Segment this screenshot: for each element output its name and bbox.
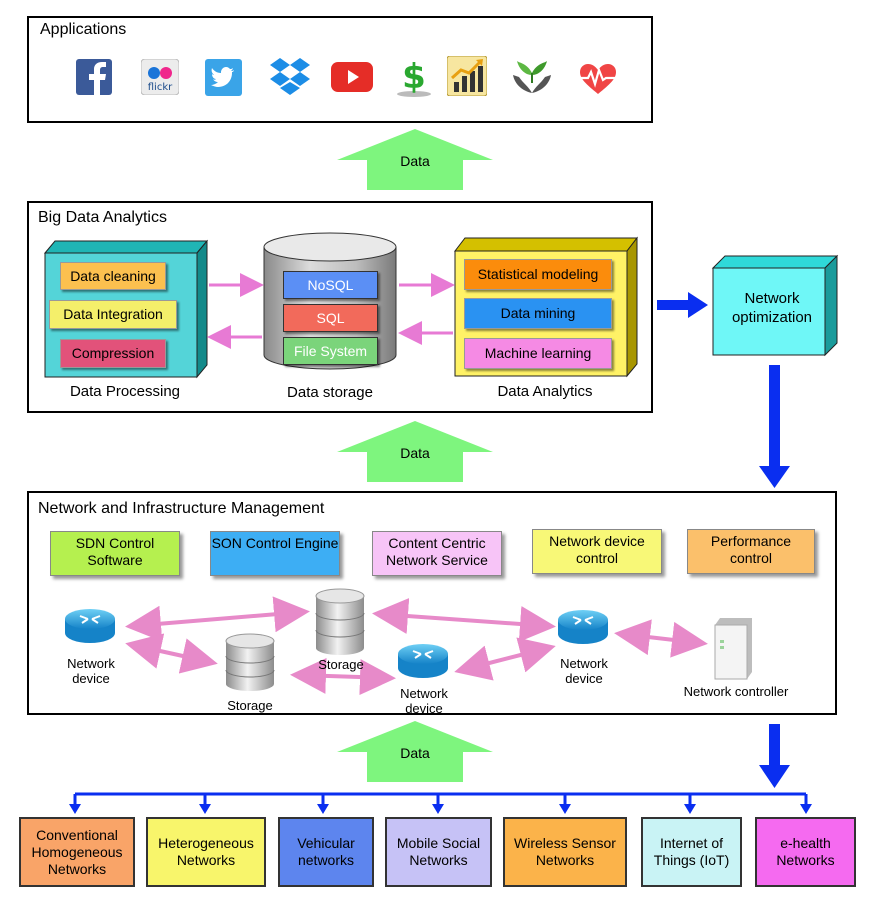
data-up-arrow-1 (337, 129, 493, 190)
svg-text:$: $ (402, 57, 426, 97)
facebook-icon (76, 59, 112, 95)
chip-data-cleaning: Data cleaning (60, 262, 166, 290)
note-content-centric: Content Centric Network Service (372, 531, 502, 576)
network-optimization-label: Network optimization (731, 290, 813, 326)
node-label-device-left: Network device (67, 656, 115, 686)
target-vehicular-networks: Vehicular networks (278, 817, 374, 887)
target-conventional-networks: Conventional Homogeneous Networks (19, 817, 135, 887)
target-heterogeneous-networks: Heterogeneous Networks (146, 817, 266, 887)
heartbeat-icon (576, 64, 620, 94)
arrow-to-optimization (657, 292, 708, 318)
youtube-icon (331, 62, 373, 92)
target-ehealth-networks: e-health Networks (755, 817, 856, 887)
chip-data-integration: Data Integration (49, 300, 177, 329)
note-sdn-control: SDN Control Software (50, 531, 180, 576)
applications-title: Applications (40, 21, 127, 38)
node-label-controller: Network controller (683, 684, 789, 699)
target-mobile-social-networks: Mobile Social Networks (385, 817, 492, 887)
chip-compression: Compression (60, 339, 166, 368)
data-up-arrow-2 (337, 421, 493, 482)
chip-nosql: NoSQL (283, 271, 378, 299)
node-label-device-middle: Network device (400, 686, 448, 716)
distribution-bar (69, 792, 812, 814)
target-wireless-sensor-networks: Wireless Sensor Networks (503, 817, 627, 887)
note-device-control: Network device control (532, 529, 662, 574)
chip-sql: SQL (283, 304, 378, 332)
chip-data-mining: Data mining (464, 298, 612, 329)
chip-file-system: File System (283, 337, 378, 365)
data-label-3: Data (400, 745, 430, 761)
node-label-storage-top: Storage (318, 657, 364, 672)
plant-hands-icon (513, 61, 551, 93)
flickr-icon: flickr (141, 59, 179, 95)
data-label-1: Data (400, 153, 430, 169)
big-data-title: Big Data Analytics (38, 209, 167, 226)
data-storage-label: Data storage (287, 384, 373, 401)
node-label-device-right: Network device (560, 656, 608, 686)
data-up-arrow-3 (337, 721, 493, 782)
target-iot: Internet of Things (IoT) (641, 817, 742, 887)
big-data-panel (27, 201, 653, 413)
chip-machine-learning: Machine learning (464, 338, 612, 369)
twitter-icon (205, 59, 242, 96)
arrow-optimization-down (759, 365, 790, 488)
infra-title: Network and Infrastructure Management (38, 500, 325, 517)
svg-text:flickr: flickr (148, 82, 173, 93)
infra-panel (27, 491, 837, 715)
dollar-icon: $ (397, 57, 431, 97)
node-label-storage-bottom: Storage (227, 698, 273, 713)
note-performance-control: Performance control (687, 529, 815, 574)
chart-growth-icon (447, 56, 487, 96)
chip-statistical-modeling: Statistical modeling (464, 259, 612, 290)
data-label-2: Data (400, 445, 430, 461)
data-analytics-label: Data Analytics (497, 383, 593, 400)
note-son-control: SON Control Engine (210, 531, 340, 576)
dropbox-icon (270, 58, 310, 95)
arrow-infra-down (759, 724, 790, 788)
network-optimization-cube (711, 254, 839, 357)
data-processing-label: Data Processing (69, 383, 181, 400)
